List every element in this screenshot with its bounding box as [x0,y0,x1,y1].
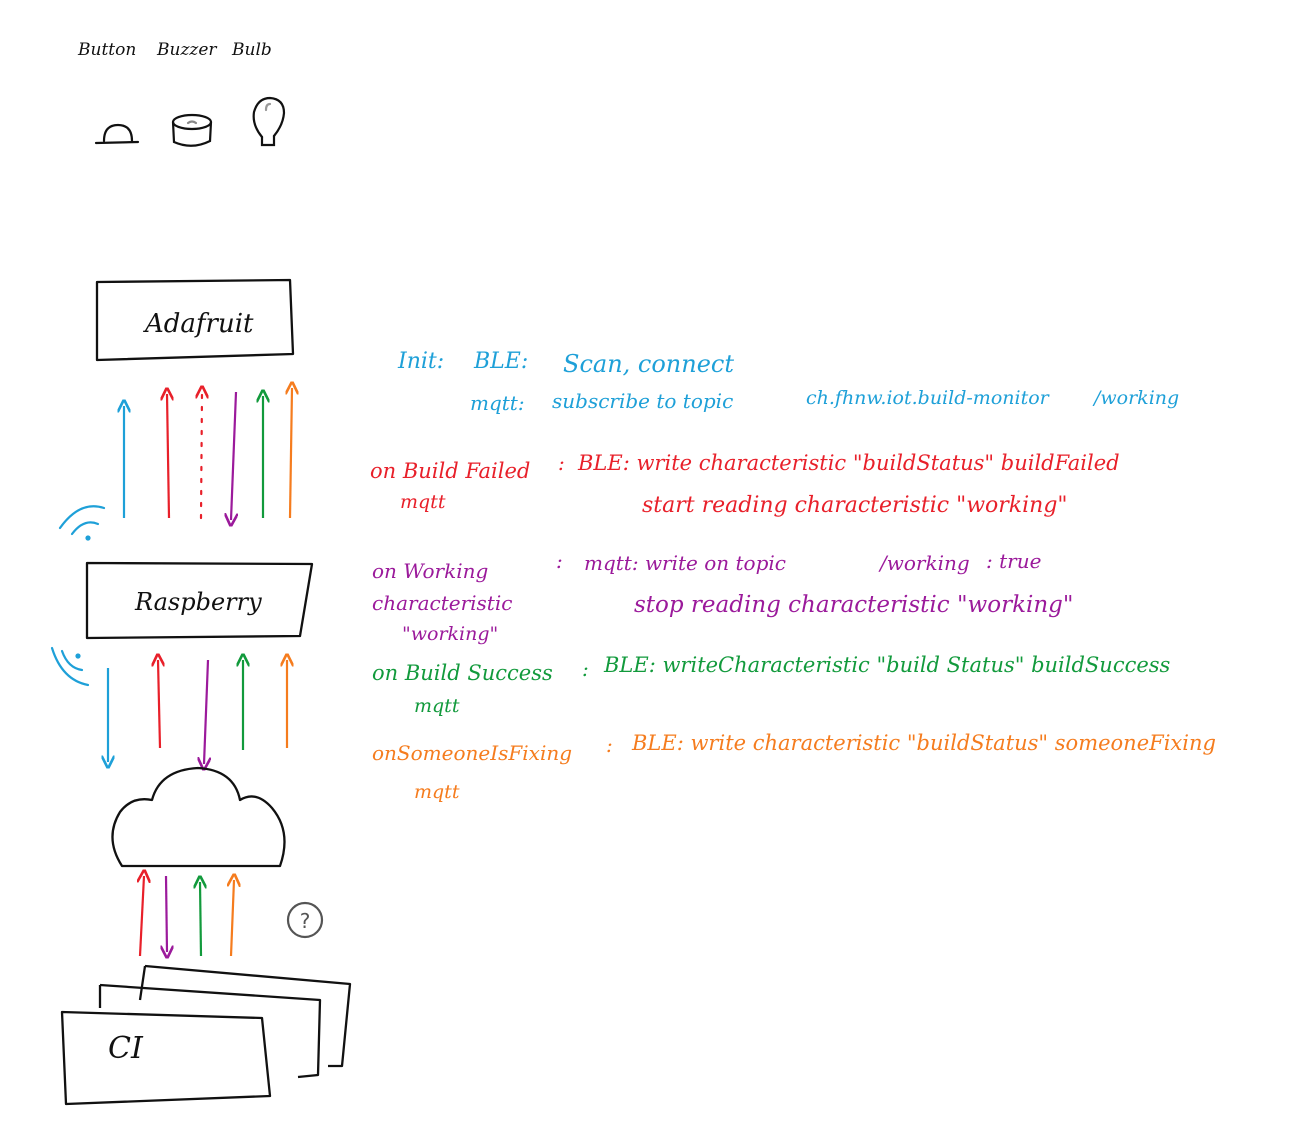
bulb-label: Bulb [231,40,272,60]
buzzer-icon [171,113,213,147]
working-event-sub1: characteristic [372,591,512,615]
working-line2: stop reading characteristic "working" [634,592,1073,618]
failed-event: on Build Failed [370,459,530,483]
success-event-sub: mqtt [414,695,460,717]
question-mark: ? [300,909,311,933]
failed-line1: BLE: write characteristic "buildStatus" … [577,451,1120,475]
success-line1: BLE: writeCharacteristic "build Status" … [603,653,1171,677]
working-colon: : [556,549,563,573]
fixing-note: onSomeoneIsFixing mqtt : BLE: write char… [372,731,1216,803]
adafruit-red-dotted-arrow [201,392,202,520]
adafruit-red-arrow [167,394,169,519]
failed-line2: start reading characteristic "working" [642,493,1068,518]
ci-box-back-edge [138,965,147,1001]
cloud-icon [111,766,286,868]
working-note: on Working characteristic "working" : mq… [372,549,1073,645]
cloud-purple-arrow [166,875,167,952]
cloud-orange-arrow [231,880,234,957]
raspberry-red-arrow [158,660,160,749]
button-label: Button [77,40,136,60]
failed-event-sub: mqtt [400,491,446,513]
working-event: on Working [372,559,488,583]
fixing-line1: BLE: write characteristic "buildStatus" … [631,731,1216,755]
init-mqtt-label: mqtt: [470,391,525,415]
ci-box [60,1010,272,1106]
adafruit-orange-arrow [290,388,292,519]
working-line1-topic: /working [878,551,970,575]
fixing-event: onSomeoneIsFixing [372,741,572,765]
success-colon: : [582,657,589,681]
question-icon [286,901,324,939]
working-line1-value: : true [986,549,1041,573]
raspberry-label: Raspberry [134,588,262,616]
success-event: on Build Success [372,661,553,685]
init-mqtt-action: subscribe to topic [552,389,733,413]
adafruit-purple-arrow [231,391,236,520]
wireless-signal-icon [50,646,90,687]
init-ble-label: BLE: [473,349,528,374]
failed-colon: : [558,451,565,475]
build-failed-note: on Build Failed mqtt : BLE: write charac… [370,451,1120,518]
ci-box-middle [99,983,322,1079]
raspberry-box [85,561,314,640]
fixing-colon: : [606,733,613,757]
raspberry-purple-arrow [204,659,208,764]
adafruit-label: Adafruit [143,309,254,339]
cloud-green-arrow [200,882,201,957]
ci-box-back [144,964,352,1068]
init-topic: ch.fhnw.iot.build-monitor [806,387,1051,409]
cloud-red-arrow [140,876,144,957]
fixing-event-sub: mqtt [414,781,460,803]
button-icon [94,123,140,145]
adafruit-box [95,278,295,362]
wireless-signal-icon [58,505,106,541]
init-topic-suffix: /working [1092,387,1179,409]
ci-label: CI [108,1031,144,1066]
working-line1-prefix: mqtt: write on topic [584,551,786,575]
init-ble-action: Scan, connect [563,350,734,378]
working-event-sub2: "working" [402,623,498,645]
build-success-note: on Build Success mqtt : BLE: writeCharac… [372,653,1171,717]
init-label: Init: [397,349,444,374]
bulb-icon [252,96,286,147]
init-note: Init: BLE: Scan, connect mqtt: subscribe… [397,349,1179,415]
buzzer-label: Buzzer [156,40,217,60]
